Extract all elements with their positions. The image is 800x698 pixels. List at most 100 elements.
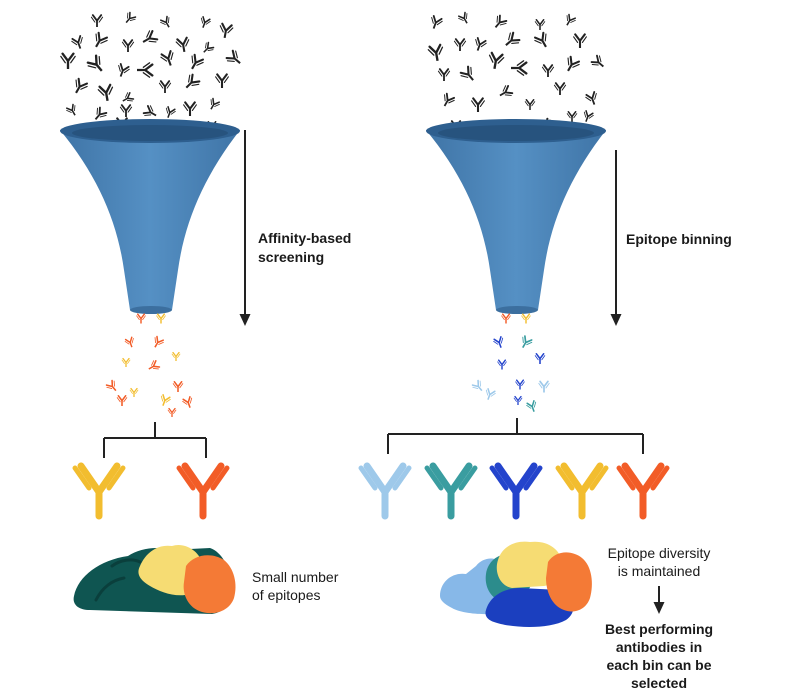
protein-icon — [440, 541, 592, 627]
selected-antibodies-left — [104, 313, 196, 417]
antibody-icon — [104, 378, 121, 395]
protein-icon — [73, 544, 236, 614]
antibody-icon — [492, 335, 507, 350]
antibody-icon — [174, 36, 192, 54]
antibody-icon — [129, 387, 139, 397]
diversity-label-line2: is maintained — [618, 563, 701, 579]
antibody-icon — [513, 395, 523, 405]
antibody-icon — [458, 64, 480, 86]
antibody-icon — [150, 335, 166, 351]
antibody-icon — [137, 61, 154, 79]
funnel-icon — [426, 119, 606, 314]
bracket-left — [103, 422, 207, 458]
antibody-icon — [157, 393, 172, 408]
antibody-icon — [537, 380, 551, 393]
antibody-icon — [470, 97, 486, 112]
antibody-icon — [123, 336, 137, 350]
antibody-icon — [500, 313, 512, 324]
funnel-icon — [60, 119, 240, 314]
antibody-icon — [561, 54, 582, 75]
antibody-icon — [185, 52, 206, 73]
selection-label-line1: Best performing — [605, 621, 713, 637]
antibody-icon — [524, 99, 536, 110]
antibody-icon — [121, 10, 138, 27]
outcome-label-line1: Small number — [252, 569, 339, 585]
antibody-icon — [437, 68, 451, 81]
antibody-icon — [158, 80, 172, 93]
outcome-label-line2: of epitopes — [252, 587, 321, 603]
arrow-down-icon — [610, 150, 622, 326]
process-label: Epitope binning — [626, 231, 732, 247]
antibody-icon — [224, 48, 246, 70]
antibody-icon — [114, 62, 131, 79]
selection-label-line4: selected — [631, 675, 687, 691]
antibody-icon — [589, 53, 608, 72]
antibody-icon — [490, 13, 509, 32]
antibody-icon — [176, 462, 230, 520]
antibody-icon — [70, 34, 87, 51]
antibody-icon — [534, 19, 546, 30]
antibody-icon — [471, 36, 488, 53]
process-label-line1: Affinity-based — [258, 230, 351, 246]
antibody-icon — [566, 111, 578, 122]
antibody-icon — [562, 13, 578, 29]
antibody-icon — [514, 379, 526, 390]
antibody-icon — [162, 105, 177, 120]
antibody-icon — [142, 103, 160, 122]
antibody-icon — [438, 92, 457, 110]
antibody-icon — [541, 64, 555, 77]
antibody-icon — [214, 73, 230, 88]
antibody-icon — [119, 90, 135, 106]
antibody-icon — [470, 378, 487, 395]
antibody-icon — [580, 109, 595, 124]
antibody-icon — [121, 357, 131, 367]
antibody-icon — [158, 15, 174, 31]
selection-label-line2: antibodies in — [616, 639, 702, 655]
antibody-icon — [116, 395, 128, 406]
antibody-icon — [500, 30, 522, 52]
antibody-icon — [553, 82, 567, 95]
antibody-icon — [532, 30, 553, 51]
antibody-icon — [145, 358, 161, 374]
antibody-icon — [456, 11, 472, 27]
antibody-icon — [199, 40, 216, 57]
antibody-icon — [181, 395, 196, 410]
antibody-icon — [59, 52, 77, 69]
antibody-icon — [64, 103, 80, 119]
antibody-icon — [427, 14, 444, 31]
antibody-icon — [171, 351, 181, 361]
antibody-icon — [496, 83, 514, 102]
antibody-icon — [482, 387, 497, 402]
antibody-icon — [517, 334, 534, 351]
process-label-line2: screening — [258, 249, 324, 265]
antibody-icon — [90, 14, 104, 27]
antibody-icon — [424, 462, 478, 520]
arrow-down-icon — [653, 586, 665, 614]
antibody-icon — [69, 76, 90, 97]
antibody-icon — [90, 105, 109, 124]
antibody-icon — [96, 83, 116, 103]
bracket-right — [387, 418, 644, 454]
antibody-icon — [182, 101, 198, 116]
selection-label-line3: each bin can be — [606, 657, 711, 673]
antibody-icon — [489, 462, 543, 520]
antibody-icon — [511, 59, 528, 77]
antibody-icon — [358, 462, 412, 520]
antibody-icon — [496, 359, 508, 370]
antibody-icon — [217, 22, 235, 40]
antibody-icon — [159, 49, 178, 69]
antibody-icon — [72, 462, 126, 520]
antibody-icon — [486, 51, 506, 71]
antibody-icon — [426, 43, 446, 63]
antibody-icon — [520, 313, 532, 324]
antibody-icon — [572, 33, 588, 48]
antibody-icon — [616, 462, 670, 520]
antibody-icon — [119, 104, 133, 117]
antibody-icon — [155, 313, 167, 324]
antibody-icon — [555, 462, 609, 520]
antibody-icon — [167, 407, 177, 417]
selected-antibodies-right — [470, 313, 551, 414]
antibody-icon — [135, 313, 147, 324]
antibody-icon — [139, 28, 160, 49]
